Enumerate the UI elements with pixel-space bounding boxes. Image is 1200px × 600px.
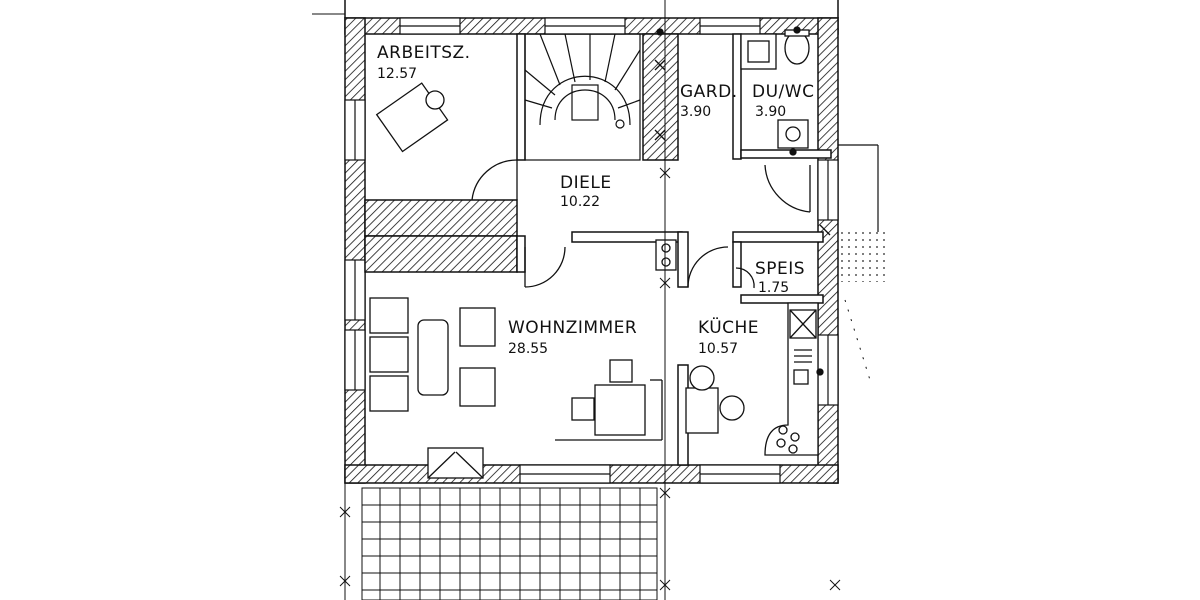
room-area-arbeitszimmer: 12.57 [377,66,417,82]
room-name-du-wc: DU/WC [752,82,814,102]
chimney [655,239,677,271]
room-name-speis: SPEIS [755,259,805,279]
room-area-speis: 1.75 [758,280,789,296]
door-swings [471,159,811,289]
closet-markers [654,28,831,236]
room-name-kueche: KÜCHE [698,316,759,338]
living-room-furniture [369,297,663,441]
room-area-kueche: 10.57 [698,341,738,357]
room-area-diele: 10.22 [560,194,600,210]
study-desk [375,82,449,153]
windows [344,17,839,484]
room-area-du-wc: 3.90 [755,104,786,120]
interior-walls [364,33,832,466]
bathroom-fixtures [740,26,810,156]
staircase [524,33,641,161]
room-name-arbeitszimmer: ARBEITSZ. [377,43,471,63]
terrace-door [427,447,484,479]
grid-axis-lines [339,0,841,600]
room-area-garderobe: 3.90 [680,104,711,120]
entrance-landing [838,144,890,381]
room-name-diele: DIELE [560,173,612,193]
room-name-wohnzimmer: WOHNZIMMER [508,318,637,338]
room-name-garderobe: GARD. [680,82,738,102]
terrace [361,487,658,600]
room-labels: ARBEITSZ. 12.57 GARD. 3.90 DU/WC 3.90 DI… [377,43,814,357]
room-area-wohnzimmer: 28.55 [508,341,548,357]
top-boundary-lines [312,0,839,18]
kitchen-counter [764,302,824,456]
kitchen-dining-set [685,365,745,434]
